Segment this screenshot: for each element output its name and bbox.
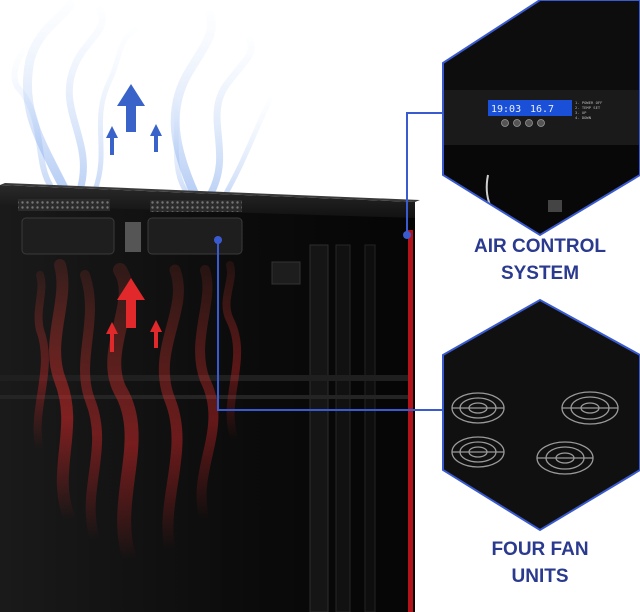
fan-grille-icon: [561, 391, 619, 425]
cool-air-wisps: [11, 0, 273, 200]
controller-button-4[interactable]: [537, 119, 545, 127]
air-control-label: AIR CONTROL SYSTEM: [440, 233, 640, 287]
arrow-up-icon: [117, 84, 145, 132]
controller-button-2[interactable]: [513, 119, 521, 127]
fan-housing-left: [21, 217, 115, 255]
rack-rail-left: [309, 244, 329, 612]
controller-button-3[interactable]: [525, 119, 533, 127]
lcd-temperature: 16.7: [530, 104, 554, 115]
hot-air-arrows: [106, 278, 162, 352]
fan-grille-icon: [451, 392, 505, 424]
arrow-up-icon: [150, 320, 162, 348]
lcd-time: 19:03: [491, 104, 521, 115]
menu-item-3: 3. UP: [575, 110, 587, 115]
controller-button-1[interactable]: [501, 119, 509, 127]
callout-connectors: [214, 112, 443, 411]
fan-units-label-line2: UNITS: [511, 566, 569, 587]
fan-units-zoom: [442, 298, 640, 532]
menu-item-1: 1. POWER OFF: [575, 100, 603, 105]
air-control-zoom: 19:03 16.7 1. POWER OFF 2. TEMP SET 3. U…: [442, 0, 640, 237]
menu-item-2: 2. TEMP SET: [575, 105, 601, 110]
fan-grille-icon: [536, 441, 594, 475]
fan-housing-right: [147, 217, 243, 255]
air-control-label-line1: AIR CONTROL: [474, 236, 606, 257]
arrow-up-icon: [106, 126, 118, 155]
fan-units-label-line1: FOUR FAN: [491, 539, 589, 560]
top-vent-left: [18, 199, 110, 211]
fan-bracket: [125, 222, 141, 252]
top-vent-right: [150, 200, 242, 212]
controller-lcd: [488, 100, 572, 116]
fan-grille-icon: [451, 436, 505, 468]
fan-units-label: FOUR FAN UNITS: [440, 536, 640, 590]
arrow-up-icon: [117, 278, 145, 328]
arrow-up-icon: [150, 124, 162, 152]
arrow-up-icon: [106, 322, 118, 352]
air-control-label-line2: SYSTEM: [500, 263, 580, 284]
menu-item-4: 4. DOWN: [575, 115, 592, 120]
cool-air-arrows: [106, 84, 162, 155]
cabinet-red-edge: [408, 230, 413, 612]
